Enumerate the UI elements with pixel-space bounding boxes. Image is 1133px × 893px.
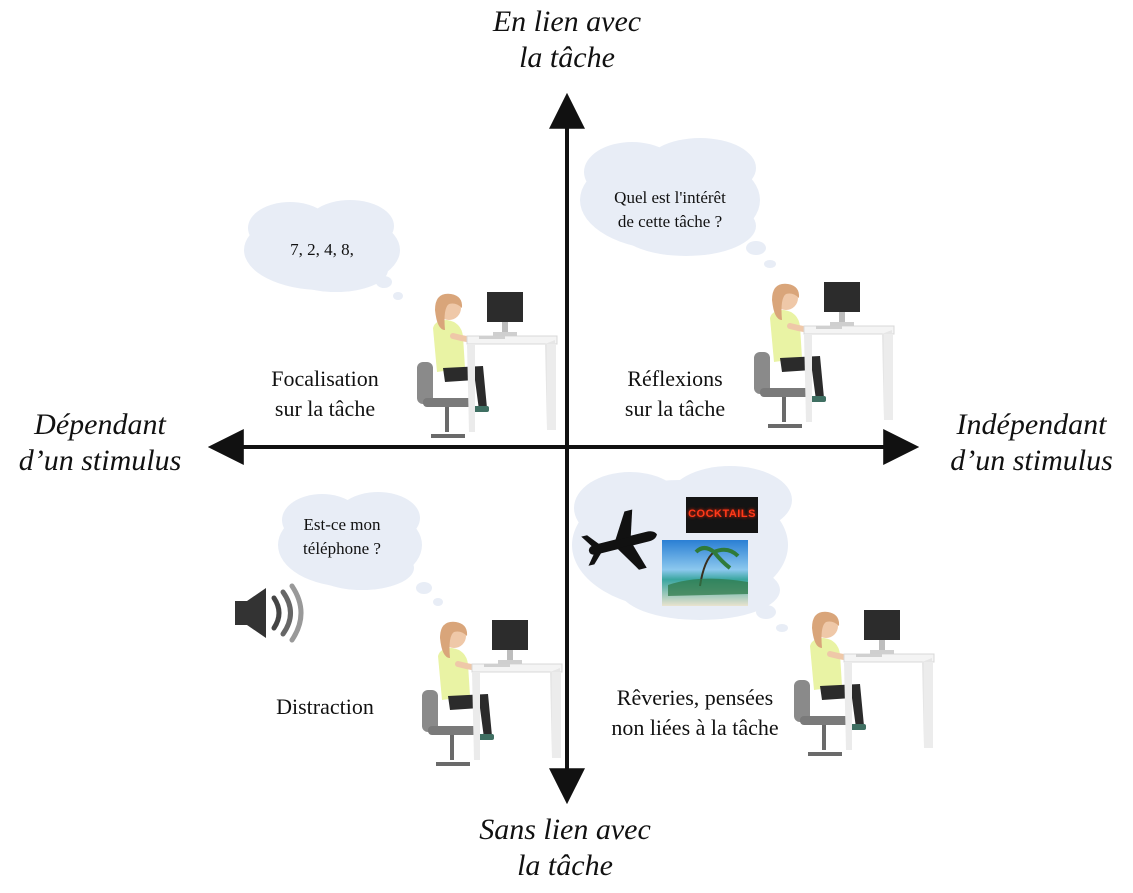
- thought-cloud-top-left: [244, 200, 403, 300]
- person-at-desk-bottom-right: [794, 610, 934, 754]
- quadrant-label-bottom-right: Rêveries, pensées non liées à la tâche: [611, 685, 779, 740]
- person-at-desk-top-left: [417, 292, 557, 436]
- person-at-desk-top-right: [754, 282, 894, 426]
- thought-cloud-bottom-left: [278, 492, 443, 606]
- thought-text-top-left: 7, 2, 4, 8,: [290, 240, 354, 259]
- quadrant-label-bottom-left: Distraction: [276, 694, 374, 719]
- axis-label-left: Dépendant d’un stimulus: [18, 408, 182, 477]
- thought-text-bottom-left: Est-ce mon téléphone ?: [303, 515, 381, 558]
- axis-label-top: En lien avec la tâche: [492, 5, 642, 74]
- thought-text-top-right: Quel est l'intérêt de cette tâche ?: [614, 188, 726, 231]
- neon-sign-text: COCKTAILS: [688, 508, 756, 520]
- quadrant-label-top-right: Réflexions sur la tâche: [624, 366, 726, 421]
- speaker-icon: [235, 583, 304, 643]
- thought-cloud-top-right: [580, 138, 776, 268]
- person-at-desk-bottom-left: [422, 620, 562, 764]
- beach-palms: [668, 546, 748, 596]
- airplane-icon: [581, 509, 657, 570]
- axis-label-bottom: Sans lien avec la tâche: [479, 813, 651, 882]
- quadrant-label-top-left: Focalisation sur la tâche: [271, 366, 379, 421]
- neon-sign: [686, 497, 758, 533]
- axis-label-right: Indépendant d’un stimulus: [950, 408, 1113, 477]
